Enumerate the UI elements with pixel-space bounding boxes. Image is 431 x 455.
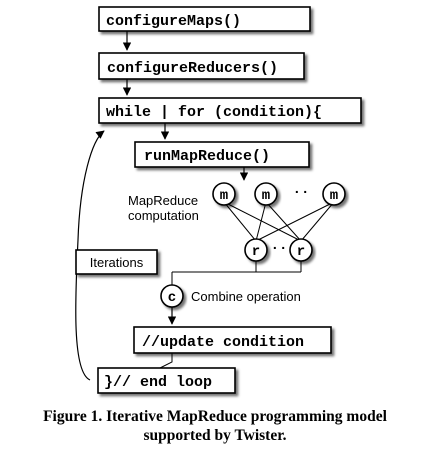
iterations-box: Iterations (75, 249, 158, 275)
step-configure-maps: configureMaps() (98, 6, 311, 32)
configure-maps-label: configureMaps() (106, 13, 241, 30)
reduce-node-2-label: r (297, 244, 305, 260)
update-to-end-connector (159, 353, 173, 369)
reduce-to-combine-connector (171, 260, 302, 285)
map-node-2: m (254, 182, 278, 206)
map-node-3-label: m (330, 188, 338, 204)
figure-caption-line1: Figure 1. Iterative MapReduce programmin… (43, 408, 388, 425)
step-configure-reducers: configureReducers() (98, 52, 305, 80)
combine-node-label: c (168, 290, 176, 306)
combine-node: c (160, 284, 184, 308)
step-update-condition: //update condition (133, 326, 332, 354)
run-mapreduce-label: runMapReduce() (144, 148, 270, 165)
step-loop-start: while | for (condition){ (98, 97, 362, 124)
reduce-node-1-label: r (252, 244, 260, 260)
map-reduce-edges (223, 201, 335, 242)
step-run-mapreduce: runMapReduce() (134, 141, 310, 168)
map-ellipsis: ·· (293, 185, 310, 201)
map-node-2-label: m (262, 188, 270, 204)
step-loop-end: }// end loop (97, 367, 236, 394)
iterations-label: Iterations (90, 255, 144, 270)
reduce-ellipsis: ·· (271, 241, 288, 257)
map-node-3: m (322, 182, 346, 206)
mapreduce-label-line1: MapReduce (128, 193, 198, 208)
iteration-loop-arrow (75, 130, 105, 381)
update-condition-label: //update condition (142, 334, 304, 351)
map-node-1: m (212, 182, 236, 206)
reduce-node-2: r (289, 238, 313, 262)
loop-start-label: while | for (condition){ (106, 104, 322, 121)
reduce-node-1: r (244, 238, 268, 262)
figure-caption-line2: supported by Twister. (143, 427, 286, 444)
map-node-1-label: m (220, 188, 228, 204)
combine-operation-label: Combine operation (191, 289, 301, 304)
configure-reducers-label: configureReducers() (107, 60, 278, 77)
mapreduce-label-line2: computation (128, 208, 199, 223)
loop-end-label: }// end loop (104, 374, 212, 391)
